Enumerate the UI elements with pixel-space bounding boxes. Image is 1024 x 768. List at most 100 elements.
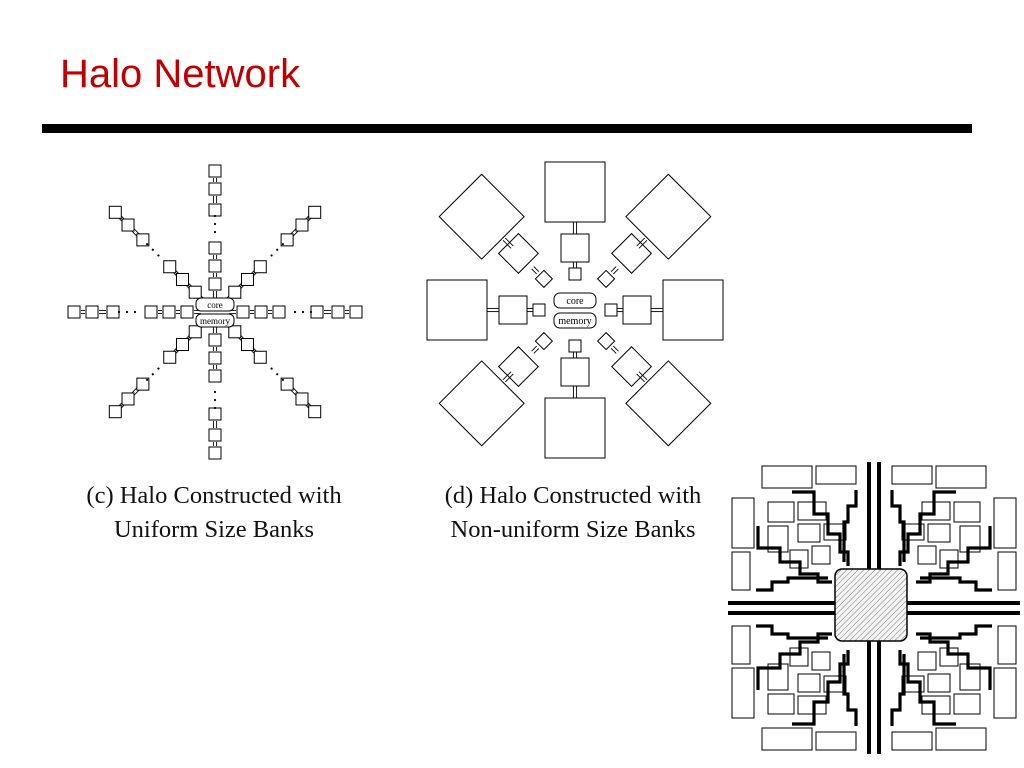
uniform-bank [208,351,222,365]
nonuniform-core-label: core [566,296,584,307]
nonuniform-bank [438,360,525,447]
nonuniform-caption: (d) Halo Constructed with Non-uniform Si… [408,479,738,547]
slide-title: Halo Network [60,52,301,96]
nonuniform-link [638,239,648,249]
uniform-bank [208,182,222,196]
uniform-bank [310,305,324,319]
uniform-bank [163,350,177,364]
nonuniform-bank [625,173,712,260]
nonuniform-bank [426,279,488,341]
floorplan-bank [811,545,831,565]
uniform-link [173,348,177,352]
floorplan-bank [935,727,987,751]
uniform-ellipsis-dot [125,310,129,314]
uniform-halo-diagram: core memory [67,164,363,460]
uniform-bank [208,428,222,442]
uniform-ellipsis-dot [213,390,217,394]
uniform-bank [208,369,222,383]
uniform-bank [254,305,268,319]
uniform-link [185,285,190,289]
floorplan-bank [815,731,857,751]
uniform-link [253,272,257,276]
nonuniform-memory-label: memory [558,316,591,327]
uniform-bank [208,164,222,178]
floorplan-bank [891,465,933,485]
floorplan-bank [997,625,1017,665]
nonuniform-caption-line2: Non-uniform Size Banks [450,516,696,543]
nonuniform-link [533,266,540,272]
uniform-link [253,348,257,352]
nonuniform-link [504,373,514,383]
uniform-link [188,282,192,287]
nonuniform-bank [604,303,618,317]
floorplan-bank [927,523,951,543]
uniform-bank [144,305,158,319]
uniform-bank [208,203,222,217]
nonuniform-bank [544,161,606,223]
halo-floorplan-diagram [728,462,1020,754]
floorplan-bank [815,465,857,485]
nonuniform-link [636,373,646,383]
uniform-bank [106,305,120,319]
nonuniform-bank [625,360,712,447]
floorplan-wire [920,576,992,592]
uniform-ellipsis-dot [213,222,217,226]
uniform-bank [175,338,189,352]
uniform-bank [85,305,99,319]
uniform-link [121,404,125,409]
uniform-bank [208,277,222,291]
floorplan-bank [921,501,951,521]
uniform-link [118,218,123,222]
uniform-bank [208,241,222,255]
uniform-link [238,282,242,287]
floorplan-bank [761,465,813,489]
floorplan-bank [731,667,755,719]
nonuniform-halo-diagram: core memory [426,161,724,459]
nonuniform-bank [532,303,546,317]
nonuniform-bank [568,267,582,281]
uniform-link [240,285,245,289]
uniform-link [292,230,299,237]
floorplan-bank [959,525,981,553]
floorplan-wire [756,576,828,592]
floorplan-bank [731,497,755,549]
uniform-bank [188,285,202,299]
floorplan-bank [797,673,821,693]
uniform-ellipsis-dot [301,310,305,314]
uniform-bank [108,205,122,219]
nonuniform-link [502,371,512,381]
uniform-caption-line2: Uniform Size Banks [113,516,315,543]
nonuniform-core-memory: core memory [553,292,597,329]
uniform-link [292,387,299,394]
uniform-bank [280,377,294,391]
uniform-bank [308,405,322,419]
nonuniform-bank [497,346,539,388]
floorplan-wire [890,490,906,562]
floorplan-bank [917,651,937,671]
floorplan-bank [993,667,1017,719]
floorplan-bank [953,501,981,523]
floorplan-bank [959,663,981,691]
floorplan-bank [731,625,751,665]
uniform-bank [228,325,242,339]
uniform-link [131,387,138,394]
uniform-link [305,215,309,220]
nonuniform-bank [662,279,724,341]
uniform-ellipsis-dot [213,230,217,234]
floorplan-wires [728,462,1020,754]
uniform-bank [136,233,150,247]
uniform-core-memory: core memory [195,297,235,328]
uniform-ellipsis-dot [270,367,273,370]
uniform-caption: (c) Halo Constructed with Uniform Size B… [44,479,384,547]
uniform-bank [295,392,309,406]
uniform-link [307,402,312,406]
floorplan-core [834,568,908,642]
nonuniform-bank [497,232,539,274]
uniform-ellipsis-dot [151,248,154,251]
uniform-bank [162,305,176,319]
uniform-link [185,335,190,339]
nonuniform-link [610,348,617,354]
nonuniform-bank [438,173,525,260]
nonuniform-bank [568,339,582,353]
nonuniform-bank [611,232,653,274]
